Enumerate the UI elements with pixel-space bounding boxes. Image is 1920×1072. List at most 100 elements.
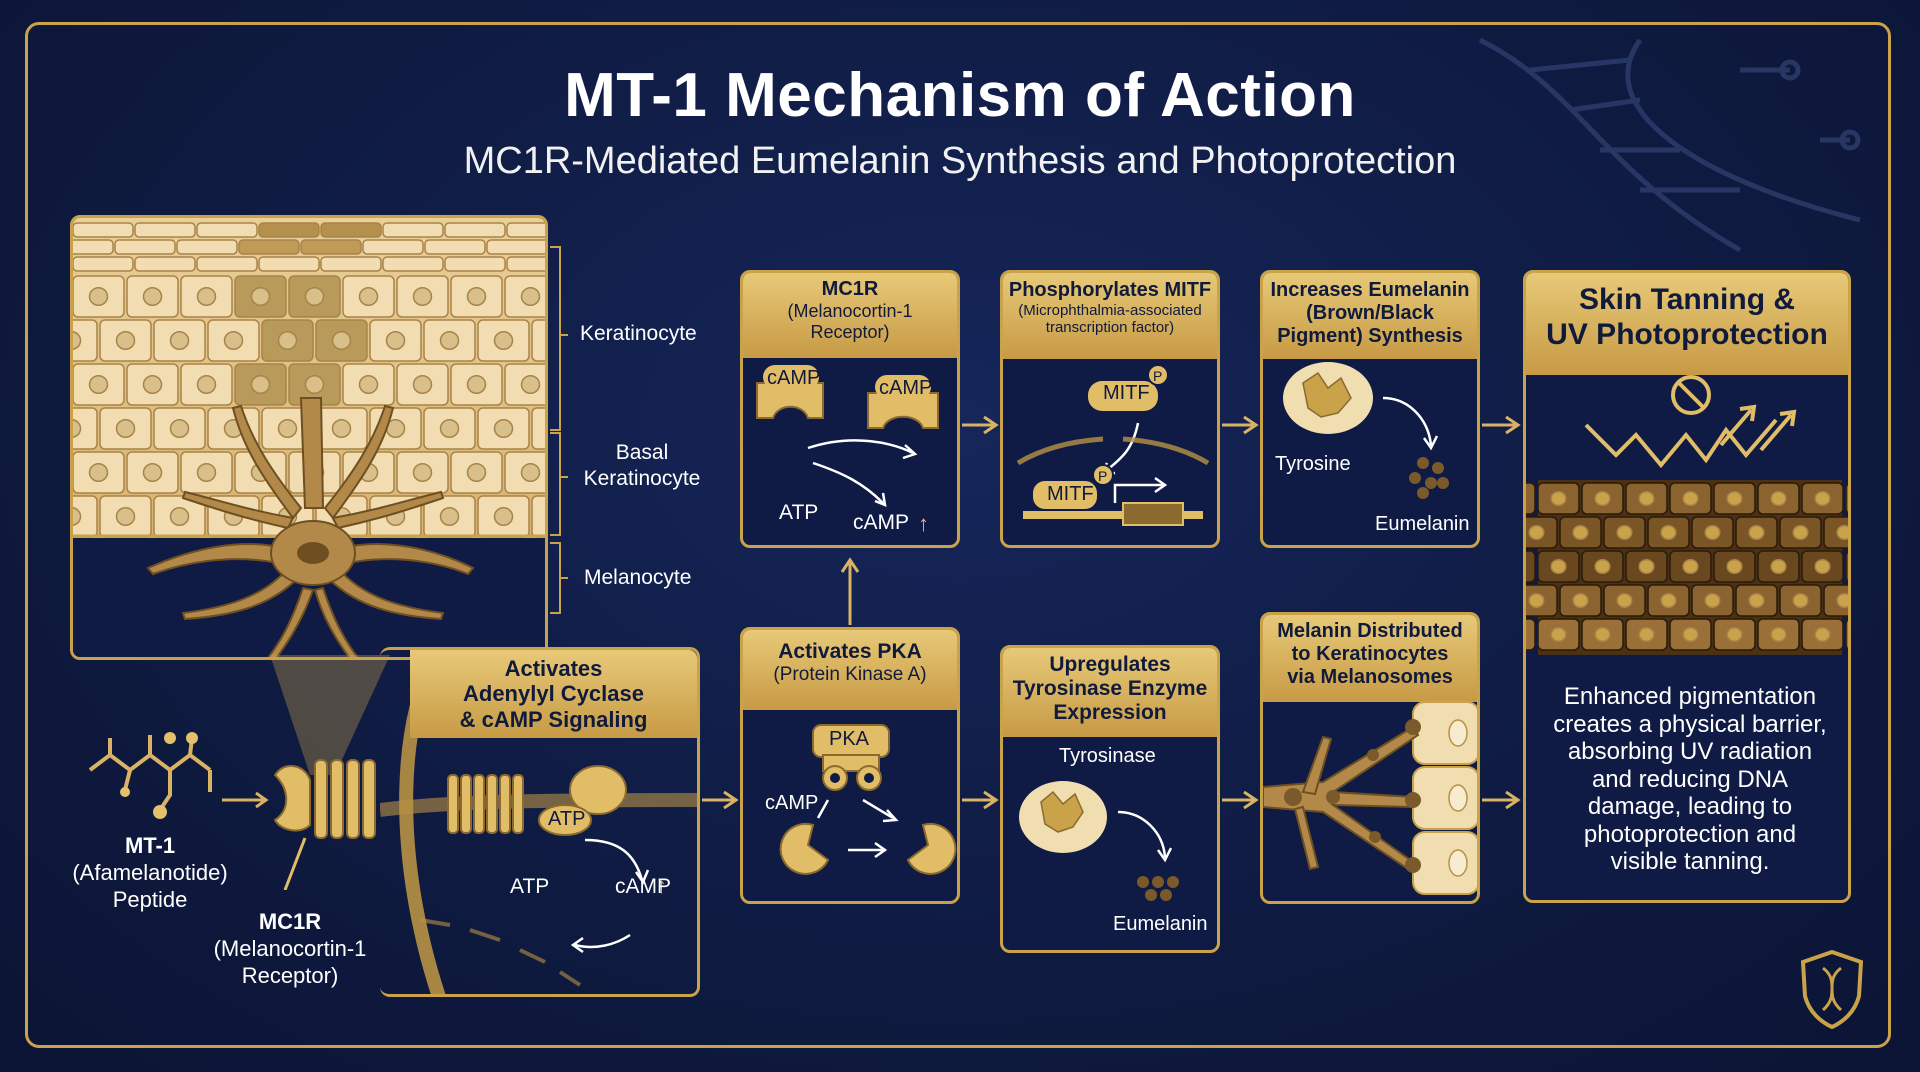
camp-production-illustration: ↑	[756, 365, 939, 536]
cell-nucleus	[412, 286, 433, 307]
panel-tyrosinase-title1: Upregulates	[1049, 653, 1171, 676]
cell-nucleus	[1770, 558, 1787, 575]
result-desc-line4: and reducing DNA	[1591, 765, 1789, 793]
tyrosinase-label: Tyrosinase	[1059, 745, 1156, 767]
peptide-line2: (Afamelanotide)	[72, 860, 228, 885]
tyrosinase-enzyme-illustration	[1019, 781, 1179, 901]
panel-mitf-title1: Phosphorylates MITF	[1008, 279, 1212, 301]
cell-nucleus	[1550, 490, 1567, 507]
panel-mitf-header: Phosphorylates MITF (Microphthalmia-asso…	[1003, 273, 1217, 359]
receptor-name: MC1R	[258, 909, 322, 934]
cell-nucleus	[169, 330, 190, 351]
cell-nucleus	[439, 330, 460, 351]
mc1r-receptor-icon	[273, 759, 376, 890]
cell-nucleus	[250, 374, 271, 395]
cell-nucleus	[1770, 490, 1787, 507]
cell-nucleus	[439, 418, 460, 439]
skin-cell	[1526, 550, 1536, 583]
cell-nucleus	[1704, 524, 1721, 541]
cell-nucleus	[1550, 626, 1567, 643]
page-title: MT-1 Mechanism of Action	[564, 61, 1356, 130]
panel-distributed-title1: Melanin Distributed	[1277, 620, 1463, 642]
panel-tyrosinase-title3: Expression	[1053, 701, 1167, 725]
svg-text:↑: ↑	[918, 511, 929, 536]
cell-nucleus	[1528, 592, 1545, 609]
mitf-a: MITF	[1103, 382, 1150, 404]
receptor-line2: (Melanocortin-1	[213, 936, 367, 961]
cell-nucleus	[1814, 490, 1831, 507]
cell-nucleus	[412, 374, 433, 395]
skin-cell	[73, 495, 98, 538]
cell-nucleus	[277, 330, 298, 351]
skin-cell	[531, 407, 545, 450]
cell-nucleus	[250, 286, 271, 307]
skin-cell	[1526, 482, 1536, 515]
cell-nucleus	[358, 286, 379, 307]
cell-nucleus	[520, 462, 541, 483]
melanosome-transfer-illustration	[1263, 701, 1477, 895]
panel-adenylyl-header: Activates Adenylyl Cyclase & cAMP Signal…	[410, 650, 697, 738]
label-basal-line2: Keratinocyte	[583, 467, 701, 490]
cell-nucleus	[331, 330, 352, 351]
skin-cross-section	[70, 215, 548, 660]
cell-nucleus	[1836, 524, 1848, 541]
cell-nucleus	[1770, 626, 1787, 643]
svg-text:↑: ↑	[656, 873, 667, 898]
cell-nucleus	[1638, 490, 1655, 507]
cell-nucleus	[223, 330, 244, 351]
receptor-label: MC1R (Melanocortin-1 Receptor)	[195, 908, 385, 989]
panel-mc1r-title2: (Melanocortin-1	[787, 301, 913, 321]
skin-cell	[1823, 516, 1848, 549]
cell-nucleus	[1594, 490, 1611, 507]
cell-nucleus	[1814, 558, 1831, 575]
pka-label: PKA	[829, 728, 870, 750]
panel-distributed-title2: to Keratinocytes	[1291, 643, 1449, 665]
cell-nucleus	[493, 506, 514, 527]
cell-nucleus	[1638, 626, 1655, 643]
panel-distributed-header: Melanin Distributed to Keratinocytes via…	[1263, 615, 1477, 702]
cell-nucleus	[493, 330, 514, 351]
cell-nucleus	[1704, 592, 1721, 609]
cell-nucleus	[88, 462, 109, 483]
cell-nucleus	[520, 286, 541, 307]
cell-nucleus	[88, 286, 109, 307]
peptide-molecule-icon	[88, 732, 212, 819]
skin-cell	[531, 319, 545, 362]
cell-nucleus	[142, 462, 163, 483]
skin-cell	[1845, 551, 1848, 582]
cell-nucleus	[1726, 626, 1743, 643]
panel-mitf-title2: (Microphthalmia-associated	[1018, 302, 1202, 319]
cell-nucleus	[358, 374, 379, 395]
label-keratinocyte: Keratinocyte	[580, 322, 697, 345]
panel-adenylyl-title2: Adenylyl Cyclase	[463, 681, 644, 707]
cell-nucleus	[1814, 626, 1831, 643]
cell-nucleus	[1726, 490, 1743, 507]
panel-result-title1: Skin Tanning &	[1578, 283, 1796, 316]
result-desc-line7: visible tanning.	[1610, 848, 1770, 875]
panel-mc1r: MC1R (Melanocortin-1 Receptor) ↑ cAMP cA…	[740, 270, 960, 548]
mc1r-camp-up: cAMP	[853, 511, 910, 534]
peptide-label: MT-1 (Afamelanotide) Peptide	[60, 832, 240, 913]
cell-nucleus	[73, 507, 82, 526]
panel-mc1r-header: MC1R (Melanocortin-1 Receptor)	[743, 273, 957, 358]
cell-nucleus	[142, 374, 163, 395]
page-subtitle: MC1R-Mediated Eumelanin Synthesis and Ph…	[463, 140, 1457, 182]
cell-nucleus	[1836, 592, 1848, 609]
cell-nucleus	[1594, 626, 1611, 643]
cell-nucleus	[1616, 592, 1633, 609]
cell-nucleus	[142, 286, 163, 307]
skin-layers-illustration	[73, 218, 545, 657]
cell-nucleus	[115, 418, 136, 439]
skin-cell	[1526, 618, 1536, 651]
cell-nucleus	[412, 462, 433, 483]
cell-nucleus	[1792, 524, 1809, 541]
result-desc-line5: damage, leading to	[1587, 793, 1793, 820]
cell-nucleus	[1682, 558, 1699, 575]
panel-pka-title1: Activates PKA	[778, 640, 922, 663]
cell-nucleus	[277, 418, 298, 439]
panel-mc1r-title1: MC1R	[821, 278, 879, 300]
layer-brackets	[550, 246, 568, 614]
cell-nucleus	[304, 286, 325, 307]
cell-nucleus	[1572, 524, 1589, 541]
cell-nucleus	[196, 286, 217, 307]
